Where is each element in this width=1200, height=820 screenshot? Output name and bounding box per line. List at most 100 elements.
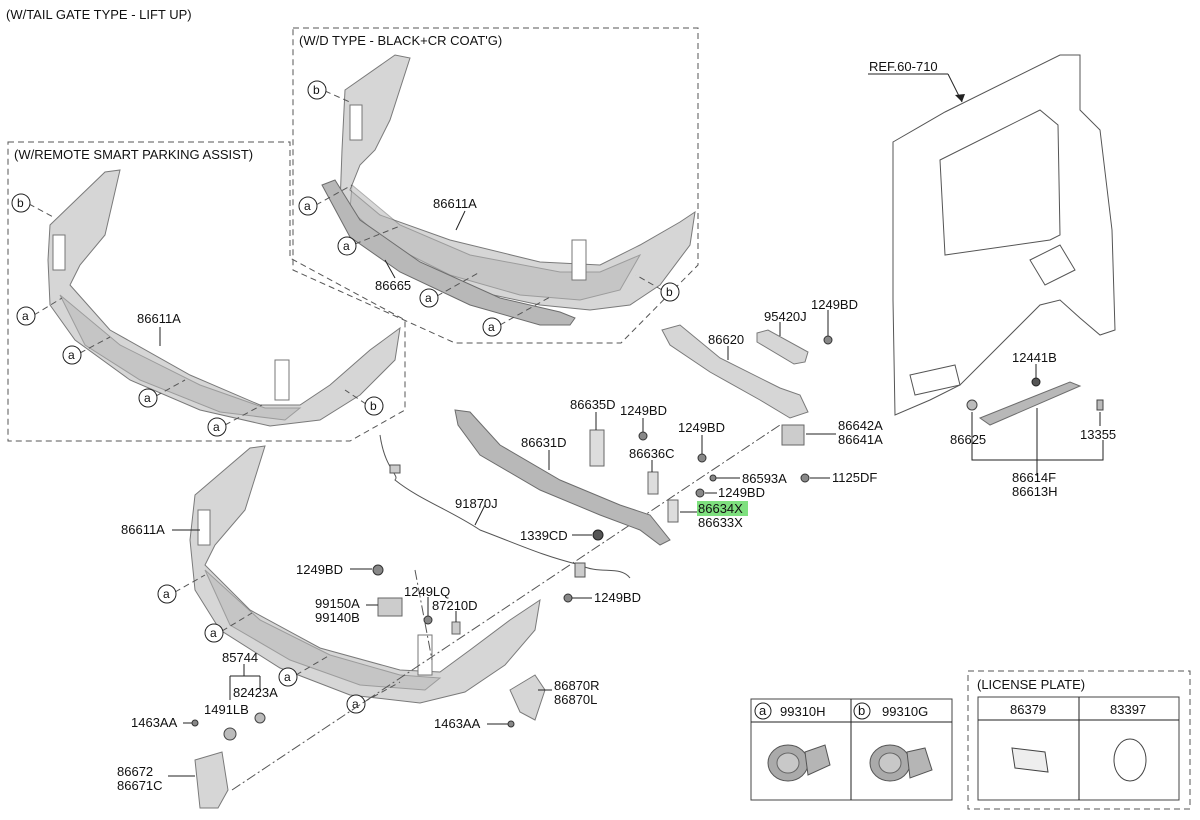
clip-87210D[interactable] bbox=[451, 621, 461, 635]
svg-text:b: b bbox=[313, 83, 320, 97]
bolt-1249BD-4[interactable] bbox=[823, 335, 833, 345]
label-12441B: 12441B bbox=[1012, 350, 1057, 365]
ref-label[interactable]: REF.60-710 bbox=[869, 59, 938, 74]
screw-1463AA-1[interactable] bbox=[191, 719, 199, 727]
grommet-82423A[interactable] bbox=[254, 712, 266, 724]
label-86634X[interactable]: 86634X bbox=[698, 501, 743, 516]
label-91870J: 91870J bbox=[455, 496, 498, 511]
table-callout-a-letter: a bbox=[759, 703, 767, 718]
svg-text:a: a bbox=[343, 239, 350, 253]
wd-type-header: (W/D TYPE - BLACK+CR COAT'G) bbox=[299, 33, 502, 48]
smart-parking-header: (W/REMOTE SMART PARKING ASSIST) bbox=[14, 147, 253, 162]
energy-absorber-86620[interactable] bbox=[661, 324, 809, 419]
plate-cap-83397[interactable] bbox=[1113, 738, 1147, 782]
bolt-1249BD-3[interactable] bbox=[695, 488, 705, 498]
bolt-1249BD-6[interactable] bbox=[563, 593, 573, 603]
label-95420J: 95420J bbox=[764, 309, 807, 324]
module-99150A[interactable] bbox=[377, 597, 403, 617]
bracket-86636C[interactable] bbox=[647, 471, 659, 495]
callout-a-sp-4: a bbox=[207, 404, 263, 437]
label-1249BD-4: 1249BD bbox=[811, 297, 858, 312]
parking-sensor-99310H[interactable] bbox=[767, 744, 831, 782]
callout-a-sp-2: a bbox=[62, 336, 111, 365]
table-callout-b-letter: b bbox=[858, 703, 865, 718]
label-86613H: 86613H bbox=[1012, 484, 1058, 499]
bumper-beam[interactable] bbox=[454, 409, 671, 546]
label-86631D: 86631D bbox=[521, 435, 567, 450]
callout-a-main-4: a bbox=[346, 681, 401, 714]
license-table bbox=[977, 696, 1180, 801]
label-85744: 85744 bbox=[222, 650, 258, 665]
leader-86611A-wd bbox=[455, 210, 466, 231]
label-82423A: 82423A bbox=[233, 685, 278, 700]
callout-a-wd-3: a bbox=[419, 271, 481, 308]
screw-1463AA-2[interactable] bbox=[507, 720, 515, 728]
label-86611A-wd: 86611A bbox=[433, 196, 477, 211]
mud-guard-86870R[interactable] bbox=[509, 674, 546, 721]
license-plate-header: (LICENSE PLATE) bbox=[977, 677, 1085, 692]
leader-91870J bbox=[474, 504, 486, 526]
callout-b-wd-2: b bbox=[635, 274, 680, 302]
table-callout-a bbox=[754, 702, 772, 720]
bracket-86642A[interactable] bbox=[781, 424, 805, 446]
screw-12441B[interactable] bbox=[1031, 377, 1041, 387]
svg-text:a: a bbox=[163, 587, 170, 601]
bolt-1249BD-2[interactable] bbox=[697, 453, 707, 463]
body-side-panel bbox=[892, 54, 1116, 416]
svg-text:a: a bbox=[352, 697, 359, 711]
smart-parking-bumper-cover[interactable] bbox=[47, 169, 401, 427]
callout-b-sp-1: b bbox=[11, 193, 56, 219]
highlight-86634X bbox=[697, 501, 748, 516]
parking-sensor-99310G[interactable] bbox=[869, 744, 933, 782]
svg-text:a: a bbox=[144, 391, 151, 405]
ref-arrowhead bbox=[955, 94, 965, 102]
callout-a-wd-2: a bbox=[337, 225, 401, 256]
nut-1339CD[interactable] bbox=[592, 529, 604, 541]
label-86870R: 86870R bbox=[554, 678, 600, 693]
label-99310G: 99310G bbox=[882, 704, 928, 719]
label-1339CD: 1339CD bbox=[520, 528, 568, 543]
screw-1249LQ[interactable] bbox=[423, 615, 433, 625]
label-99150A: 99150A bbox=[315, 596, 360, 611]
main-header: (W/TAIL GATE TYPE - LIFT UP) bbox=[6, 7, 192, 22]
label-1249BD-6: 1249BD bbox=[594, 590, 641, 605]
bolt-1125DF[interactable] bbox=[800, 473, 810, 483]
clip-13355[interactable] bbox=[1096, 399, 1104, 411]
label-1125DF: 1125DF bbox=[832, 470, 877, 485]
label-13355: 13355 bbox=[1080, 427, 1116, 442]
wd-bumper-cover[interactable] bbox=[339, 54, 696, 311]
fastener-1491LB[interactable] bbox=[223, 727, 237, 741]
callout-a-main-2: a bbox=[204, 612, 253, 643]
assembly-line-2 bbox=[414, 569, 433, 661]
label-86671C: 86671C bbox=[117, 778, 163, 793]
clip-86593A[interactable] bbox=[709, 474, 717, 482]
side-rail-86614F[interactable] bbox=[978, 381, 1082, 426]
table-callout-b bbox=[853, 702, 871, 720]
label-1249LQ: 1249LQ bbox=[404, 584, 450, 599]
label-1249BD-2: 1249BD bbox=[678, 420, 725, 435]
label-1249BD-3: 1249BD bbox=[718, 485, 765, 500]
bracket-86635D[interactable] bbox=[589, 429, 605, 467]
sensor-unit-95420J[interactable] bbox=[756, 329, 809, 365]
bracket-86634X[interactable] bbox=[667, 499, 679, 523]
label-86870L: 86870L bbox=[554, 692, 597, 707]
license-plate-box bbox=[967, 670, 1191, 810]
wiring-harness[interactable] bbox=[379, 434, 631, 579]
svg-text:a: a bbox=[425, 291, 432, 305]
main-bumper-cover[interactable] bbox=[189, 445, 541, 704]
label-1491LB: 1491LB bbox=[204, 702, 249, 717]
bolt-1249BD-5[interactable] bbox=[372, 564, 384, 576]
label-83397: 83397 bbox=[1110, 702, 1146, 717]
svg-text:a: a bbox=[304, 199, 311, 213]
mud-guard-86672[interactable] bbox=[194, 751, 229, 809]
svg-text:b: b bbox=[17, 196, 24, 210]
bolt-1249BD-1[interactable] bbox=[638, 431, 648, 441]
smart-parking-box bbox=[7, 141, 406, 442]
clip-86625[interactable] bbox=[966, 399, 978, 411]
svg-text:a: a bbox=[488, 320, 495, 334]
wd-garnish-strip[interactable] bbox=[321, 179, 576, 326]
label-86633X: 86633X bbox=[698, 515, 743, 530]
label-87210D: 87210D bbox=[432, 598, 478, 613]
plate-pad-86379[interactable] bbox=[1011, 747, 1049, 773]
label-86379: 86379 bbox=[1010, 702, 1046, 717]
